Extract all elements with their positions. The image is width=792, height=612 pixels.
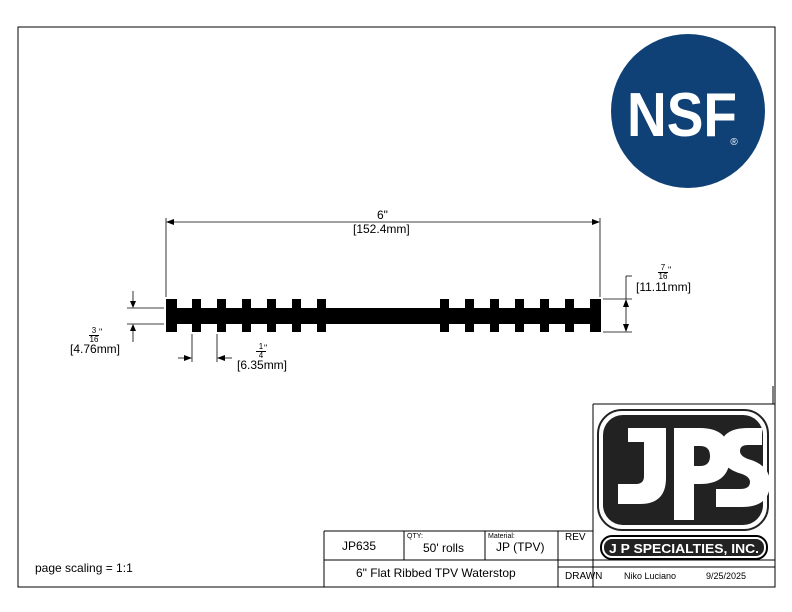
rib-fraction-denominator: 4: [256, 351, 266, 360]
height-fraction-denominator: 16: [658, 272, 668, 281]
qty-value: 50' rolls: [423, 541, 464, 555]
waterstop-rib: [217, 299, 226, 332]
end-bulb-right: [590, 299, 601, 332]
waterstop-rib: [515, 299, 524, 332]
jps-logo: J P SPECIALTIES, INC.: [597, 409, 770, 560]
drawn-label: DRAWN: [565, 571, 603, 582]
waterstop-rib: [267, 299, 276, 332]
waterstop-rib: [540, 299, 549, 332]
width-inches-label: 6": [377, 208, 388, 222]
nsf-logo-text: NSF: [627, 81, 737, 150]
rib-unit-label: ": [264, 343, 268, 353]
end-bulb-left: [166, 299, 177, 332]
thickness-unit-label: ": [99, 327, 103, 337]
thickness-fraction-numerator: 3: [91, 326, 97, 335]
material-value: JP (TPV): [496, 540, 545, 554]
waterstop-rib: [317, 299, 326, 332]
height-unit-label: ": [668, 265, 672, 275]
jps-company-name: J P SPECIALTIES, INC.: [609, 541, 759, 556]
height-dimension: [603, 275, 632, 333]
thickness-dimension: [127, 291, 164, 342]
rib-mm-label: [6.35mm]: [237, 358, 288, 372]
waterstop-rib: [440, 299, 449, 332]
nsf-logo-circle: [611, 34, 765, 188]
height-fraction-numerator: 7: [660, 263, 666, 272]
waterstop-rib: [192, 299, 201, 332]
waterstop-web: [166, 308, 601, 324]
rev-label: REV: [565, 532, 586, 543]
sheet-border: [17, 26, 776, 588]
waterstop-rib: [242, 299, 251, 332]
page-scaling-note: page scaling = 1:1: [35, 561, 133, 575]
rib-spacing-dimension: [178, 334, 232, 362]
jps-letter-s: [716, 428, 770, 507]
material-label: Material:: [488, 533, 515, 540]
waterstop-rib: [565, 299, 574, 332]
qty-label: QTY:: [407, 533, 423, 540]
part-description: 6" Flat Ribbed TPV Waterstop: [356, 566, 516, 580]
jps-letter-p: [674, 428, 730, 520]
drawn-date: 9/25/2025: [706, 571, 747, 581]
rib-fraction-numerator: 1: [258, 342, 264, 351]
drawn-by: Niko Luciano: [624, 571, 677, 581]
thickness-fraction-denominator: 16: [89, 335, 99, 344]
height-mm-label: [11.11mm]: [636, 280, 691, 294]
waterstop-rib: [292, 299, 301, 332]
thickness-mm-label: [4.76mm]: [70, 342, 121, 356]
waterstop-rib: [465, 299, 474, 332]
part-number: JP635: [342, 539, 377, 553]
jps-letter-j: [618, 428, 666, 504]
waterstop-rib: [490, 299, 499, 332]
nsf-logo: NSF ®: [611, 34, 765, 188]
width-mm-label: [152.4mm]: [353, 222, 410, 236]
waterstop-profile: [166, 299, 601, 332]
jps-name-plate-inner: [604, 539, 764, 556]
waterstop-ribs: [192, 299, 574, 332]
width-dimension: [165, 218, 601, 297]
nsf-registered-mark: ®: [730, 137, 738, 148]
